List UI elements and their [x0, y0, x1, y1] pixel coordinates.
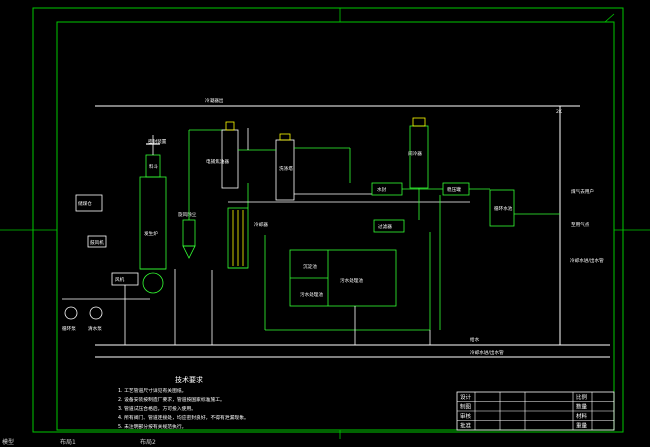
main-header-label: 冷凝器出	[205, 97, 224, 104]
title-block-cell: 批准	[460, 422, 472, 430]
rotary-seal-label: 密封装置	[148, 138, 167, 145]
electro-tar-catcher-label: 电捕焦油器	[206, 158, 229, 165]
pump-2-icon	[89, 306, 103, 320]
title-block-cell: 审核	[460, 412, 472, 420]
sludge-pool	[289, 249, 397, 307]
settling-tank-label: 污水处理池	[300, 291, 323, 298]
indirect-cooler-label: 间冷器	[408, 150, 422, 157]
outer-border	[32, 7, 624, 433]
primary-cyclone-label: 旋风除尘	[178, 211, 197, 218]
gas-holder	[489, 189, 515, 227]
inner-border	[56, 21, 615, 431]
frame-corner-mark	[604, 13, 615, 23]
pump-1-label: 循环泵	[62, 325, 76, 332]
technical-requirements: 技术要求 1. 工艺管道尺寸详见有关图纸。 2. 设备安装按制造厂要求，管道按国…	[118, 375, 249, 430]
tab-layout-2[interactable]: 布局2	[140, 439, 156, 446]
primary-cyclone	[182, 219, 196, 259]
coal-bunker-box	[75, 194, 103, 212]
requirement-item: 3. 管道试压合格后，方可投入使用。	[118, 405, 196, 412]
requirement-item: 5. 未注明部分按有关规范执行。	[118, 423, 186, 430]
vertical-tag: 2K	[556, 109, 563, 115]
layout-tab-bar: 模型 布局1 布局2	[0, 439, 650, 447]
cooler-label: 冷却器	[254, 221, 268, 228]
washer-tower	[275, 133, 295, 201]
tab-model[interactable]: 模型	[2, 439, 15, 446]
feed-hopper-label: 料斗	[149, 163, 159, 170]
requirement-item: 1. 工艺管道尺寸详见有关图纸。	[118, 387, 186, 394]
filter-unit-box	[373, 219, 405, 233]
coal-bunker-label: 储煤仓	[78, 200, 92, 207]
gas-holder-label: 循环水池	[494, 205, 513, 212]
title-block-cell: 数量	[576, 403, 588, 411]
requirements-title: 技术要求	[175, 375, 203, 384]
requirement-item: 4. 所有阀门、管道连接处，均应密封良好，不得有泄漏现象。	[118, 414, 249, 421]
tab-layout-1[interactable]: 布局1	[60, 439, 76, 446]
gas-generator-label: 发生炉	[144, 230, 158, 237]
requirement-item: 2. 设备安装按制造厂要求，管道按国家标准施工。	[118, 396, 225, 403]
filter-unit-label: 过滤器	[378, 223, 392, 230]
title-block-cell: 制图	[460, 403, 472, 411]
pump-2-label: 清水泵	[88, 325, 102, 332]
title-block-cell: 重量	[576, 422, 588, 430]
gas-user-label: 至用气点	[571, 221, 590, 228]
sewage-tank-label: 污水处理池	[340, 277, 363, 284]
gas-generator	[139, 135, 167, 294]
sludge-pool-label: 沉淀池	[303, 263, 317, 270]
pump-1-icon	[64, 306, 78, 320]
water-supply-label: 给水	[470, 336, 480, 343]
blower-box-label: 鼓风机	[90, 239, 104, 246]
drain-label: 冷却水进/出水管	[470, 349, 504, 356]
cooling-water-label: 冷却水进/出水管	[570, 257, 604, 264]
title-block-cell: 材料	[576, 412, 588, 420]
cooler	[227, 207, 249, 269]
pressure-vessel-label: 稳压罐	[447, 186, 461, 193]
air-blower-label: 风机	[115, 276, 125, 283]
title-block-cell: 设计	[460, 393, 472, 401]
title-block: 设计 制图 审核 批准 比例 数量 材料 重量	[456, 391, 615, 431]
title-block-cell: 比例	[576, 393, 588, 401]
washer-tower-label: 洗涤塔	[279, 165, 293, 172]
gas-out-label: 煤气去用户	[571, 188, 594, 195]
blower-box	[87, 235, 107, 248]
water-seal-label: 水封	[377, 186, 387, 193]
electro-tar-catcher	[221, 121, 239, 189]
